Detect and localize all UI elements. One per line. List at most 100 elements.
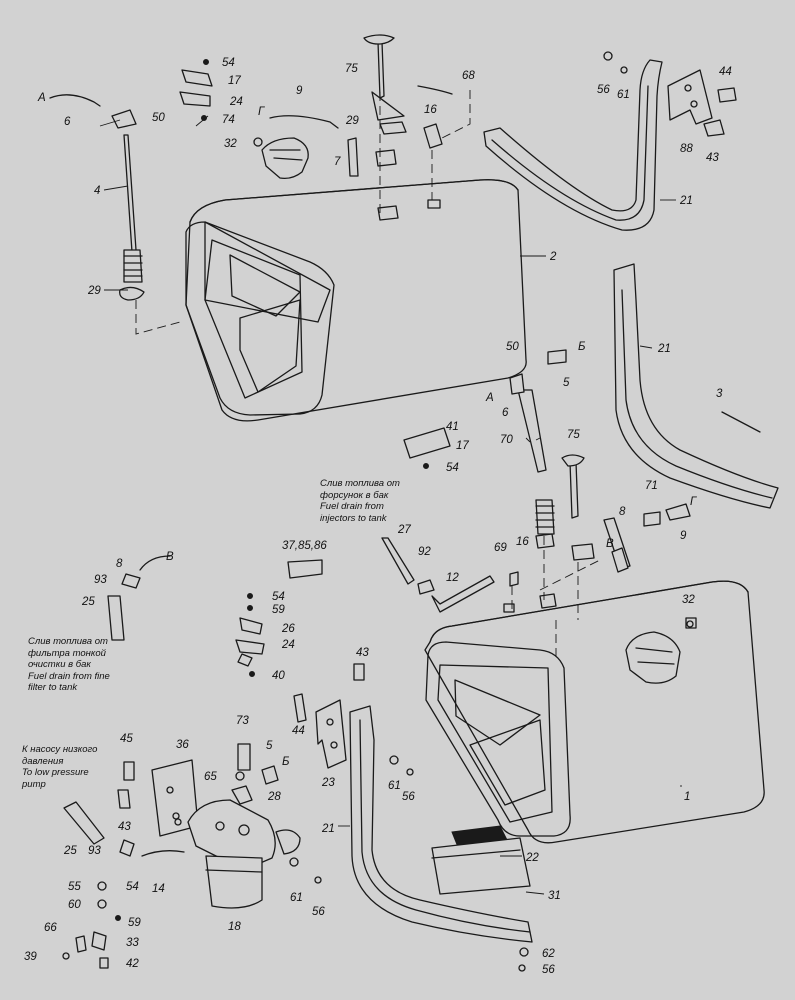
label-G: Г bbox=[258, 106, 265, 118]
label-36: 36 bbox=[176, 739, 189, 751]
label-50: 50 bbox=[152, 112, 165, 124]
label-44: 44 bbox=[292, 725, 305, 737]
label-75: 75 bbox=[567, 429, 580, 441]
label-A: А bbox=[37, 92, 46, 104]
label-2: 2 bbox=[549, 251, 557, 263]
label-V: В bbox=[606, 538, 614, 550]
label-74: 74 bbox=[222, 114, 235, 126]
label-73: 73 bbox=[236, 715, 249, 727]
label-24: 24 bbox=[281, 639, 295, 651]
label-60: 60 bbox=[68, 899, 81, 911]
label-22: 22 bbox=[525, 852, 539, 864]
label-29: 29 bbox=[345, 115, 359, 127]
label-14: 14 bbox=[152, 883, 165, 895]
label-44: 44 bbox=[719, 66, 732, 78]
label-75: 75 bbox=[345, 63, 358, 75]
label-65: 65 bbox=[204, 771, 217, 783]
label-54: 54 bbox=[272, 591, 285, 603]
label-45: 45 bbox=[120, 733, 133, 745]
label-8: 8 bbox=[116, 558, 123, 570]
upper-fuel-tank bbox=[185, 179, 527, 422]
label-29: 29 bbox=[87, 285, 101, 297]
label-32: 32 bbox=[682, 594, 695, 606]
label-21: 21 bbox=[679, 195, 693, 207]
label-40: 40 bbox=[272, 670, 285, 682]
label-55: 55 bbox=[68, 881, 81, 893]
note-fine-filter-drain: Слив топлива от фильтра тонкой очистки в… bbox=[28, 636, 110, 693]
label-62: 62 bbox=[542, 948, 555, 960]
label-17: 17 bbox=[228, 75, 241, 87]
note-low-pressure-pump: К насосу низкого давления To low pressur… bbox=[22, 744, 98, 790]
label-42: 42 bbox=[126, 958, 139, 970]
label-A: А bbox=[485, 392, 494, 404]
label-16: 16 bbox=[516, 536, 529, 548]
upper-mount-bracket-88 bbox=[667, 69, 713, 125]
label-43: 43 bbox=[118, 821, 131, 833]
label-17: 17 bbox=[456, 440, 469, 452]
label-54: 54 bbox=[446, 462, 459, 474]
upper-fuel-cap-32 bbox=[261, 137, 309, 180]
label-68: 68 bbox=[462, 70, 475, 82]
label-88: 88 bbox=[680, 143, 693, 155]
fuel-filter-assembly bbox=[151, 759, 301, 909]
label-50: 50 bbox=[506, 341, 519, 353]
label-66: 66 bbox=[44, 922, 57, 934]
label-25: 25 bbox=[63, 845, 77, 857]
label-B: Б bbox=[578, 341, 586, 353]
label-7: 7 bbox=[334, 156, 341, 168]
label-32: 32 bbox=[224, 138, 237, 150]
label-39: 39 bbox=[24, 951, 37, 963]
callout-labels: 54 17 24 74 75 68 56 61 44 А 6 50 9 Г 16… bbox=[24, 57, 732, 976]
label-41: 41 bbox=[446, 421, 459, 433]
upper-right-strap bbox=[483, 59, 663, 231]
label-59: 59 bbox=[128, 917, 141, 929]
label-28: 28 bbox=[267, 791, 281, 803]
middle-right-strap bbox=[613, 263, 779, 509]
assembly-lines bbox=[135, 90, 601, 656]
label-61: 61 bbox=[388, 780, 401, 792]
label-54: 54 bbox=[126, 881, 139, 893]
label-37-85-86: 37,85,86 bbox=[282, 540, 327, 552]
label-33: 33 bbox=[126, 937, 139, 949]
label-18: 18 bbox=[228, 921, 241, 933]
label-31: 31 bbox=[548, 890, 561, 902]
label-6: 6 bbox=[502, 407, 509, 419]
label-16: 16 bbox=[424, 104, 437, 116]
small-fittings bbox=[62, 51, 737, 972]
label-3: 3 bbox=[716, 388, 723, 400]
label-23: 23 bbox=[321, 777, 335, 789]
label-G: Г bbox=[690, 496, 697, 508]
label-93: 93 bbox=[94, 574, 107, 586]
label-43: 43 bbox=[356, 647, 369, 659]
label-56: 56 bbox=[402, 791, 415, 803]
label-6: 6 bbox=[64, 116, 71, 128]
label-59: 59 bbox=[272, 604, 285, 616]
lower-fuel-cap-32 bbox=[625, 631, 681, 684]
label-92: 92 bbox=[418, 546, 431, 558]
leader-lines bbox=[99, 115, 682, 895]
label-5: 5 bbox=[563, 377, 570, 389]
label-27: 27 bbox=[397, 524, 411, 536]
label-26: 26 bbox=[281, 623, 295, 635]
label-8: 8 bbox=[619, 506, 626, 518]
label-9: 9 bbox=[296, 85, 303, 97]
label-70: 70 bbox=[500, 434, 513, 446]
label-56: 56 bbox=[597, 84, 610, 96]
label-24: 24 bbox=[229, 96, 243, 108]
pipe-assemblies bbox=[49, 34, 761, 857]
label-5: 5 bbox=[266, 740, 273, 752]
label-43: 43 bbox=[706, 152, 719, 164]
label-V: В bbox=[166, 551, 174, 563]
label-4: 4 bbox=[94, 185, 100, 197]
rubber-pads bbox=[431, 825, 531, 895]
note-injector-drain: Слив топлива от форсунок в бак Fuel drai… bbox=[320, 478, 400, 524]
label-25: 25 bbox=[81, 596, 95, 608]
label-93: 93 bbox=[88, 845, 101, 857]
label-21: 21 bbox=[657, 343, 671, 355]
label-69: 69 bbox=[494, 542, 507, 554]
lower-mount-bracket-23 bbox=[315, 699, 347, 769]
label-12: 12 bbox=[446, 572, 459, 584]
label-61: 61 bbox=[617, 89, 630, 101]
label-61: 61 bbox=[290, 892, 303, 904]
